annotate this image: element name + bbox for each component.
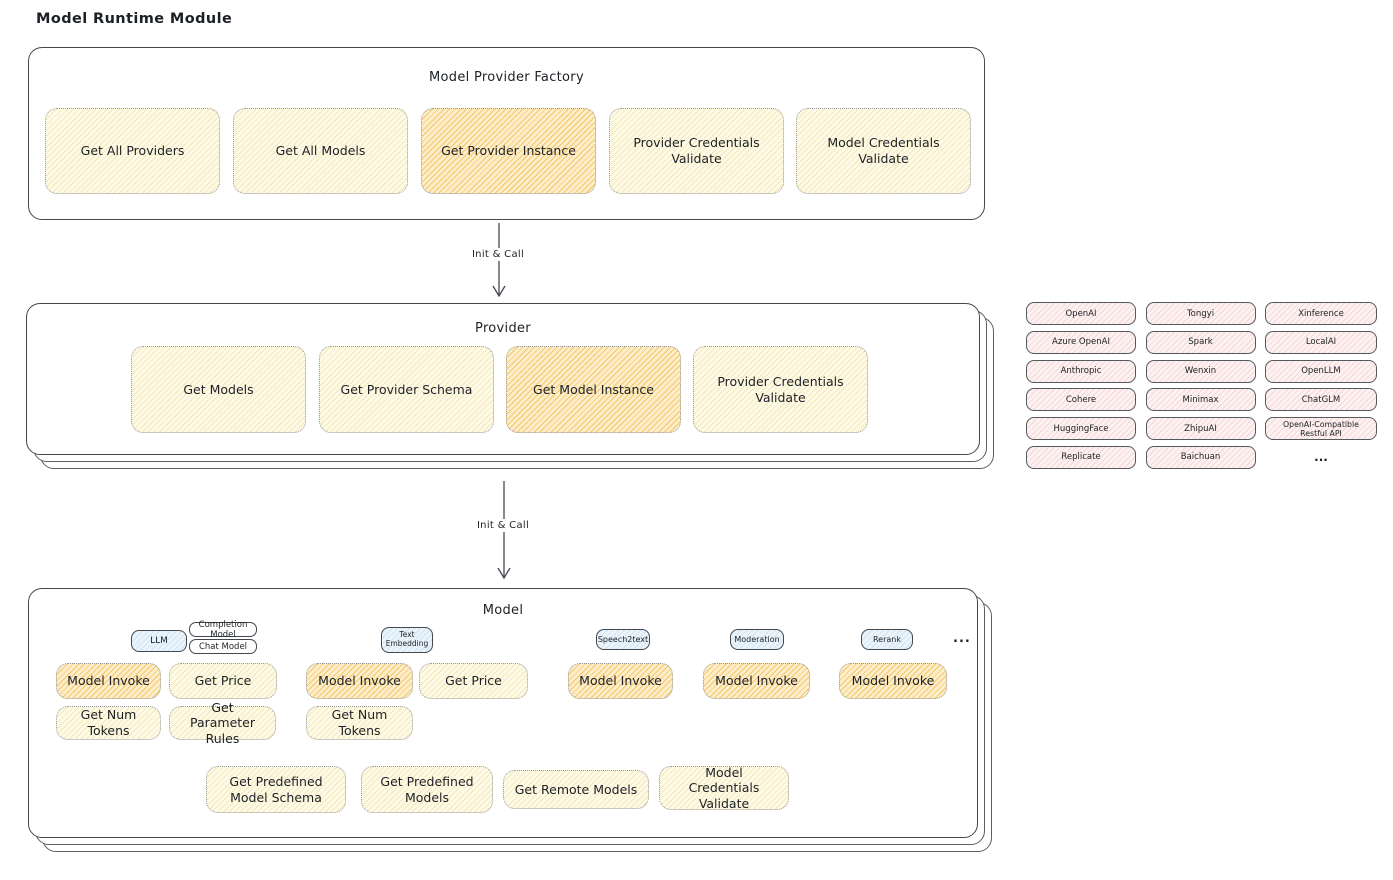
model-credentials-validate: Model Credentials Validate <box>659 765 789 811</box>
arrow-factory-to-provider <box>492 223 506 298</box>
page-title: Model Runtime Module <box>36 11 233 27</box>
factory-button-model-credentials-validate: Model Credentials Validate <box>796 108 971 194</box>
get-predefined-model-schema: Get Predefined Model Schema <box>206 766 346 813</box>
provider-box: Provider Get Models Get Provider Schema … <box>26 303 980 455</box>
provider-button-provider-credentials-validate: Provider Credentials Validate <box>693 346 868 433</box>
moderation-model-invoke: Model Invoke <box>703 663 810 699</box>
rerank-model-invoke: Model Invoke <box>839 663 947 699</box>
provider-item-openai-compatible: OpenAI-Compatible Restful API <box>1265 417 1377 441</box>
provider-item-localai: LocalAI <box>1265 330 1377 354</box>
tab-completion-model: Completion Model <box>189 620 257 640</box>
tab-moderation: Moderation <box>730 629 784 650</box>
provider-item-cohere: Cohere <box>1026 388 1136 412</box>
text-embedding-model-invoke: Model Invoke <box>306 663 413 699</box>
provider-item-baichuan: Baichuan <box>1145 445 1256 469</box>
provider-item-minimax: Minimax <box>1145 388 1256 412</box>
tab-speech2text: Speech2text <box>596 629 650 650</box>
llm-model-invoke: Model Invoke <box>56 663 161 699</box>
model-title: Model <box>482 603 524 618</box>
get-predefined-models: Get Predefined Models <box>361 766 493 813</box>
factory-button-provider-credentials-validate: Provider Credentials Validate <box>609 108 784 194</box>
provider-button-get-model-instance: Get Model Instance <box>506 346 681 433</box>
provider-item-openai: OpenAI <box>1026 302 1136 325</box>
speech2text-model-invoke: Model Invoke <box>568 663 673 699</box>
provider-item-huggingface: HuggingFace <box>1026 417 1136 441</box>
llm-get-price: Get Price <box>169 663 277 699</box>
provider-item-chatglm: ChatGLM <box>1265 388 1377 412</box>
provider-list-ellipsis: ... <box>1314 450 1328 465</box>
provider-button-get-models: Get Models <box>131 346 306 433</box>
tab-chat-model: Chat Model <box>189 639 257 654</box>
text-embedding-get-price: Get Price <box>419 663 528 699</box>
provider-title: Provider <box>475 321 531 336</box>
provider-item-tongyi: Tongyi <box>1145 302 1256 325</box>
provider-item-anthropic: Anthropic <box>1026 359 1136 383</box>
tab-text-embedding: Text Embedding <box>381 627 433 653</box>
llm-get-num-tokens: Get Num Tokens <box>56 706 161 740</box>
provider-item-replicate: Replicate <box>1026 445 1136 469</box>
factory-title: Model Provider Factory <box>429 70 584 85</box>
factory-button-get-all-providers: Get All Providers <box>45 108 220 194</box>
model-box: Model LLM Completion Model Chat Model Te… <box>28 588 978 838</box>
provider-item-wenxin: Wenxin <box>1145 359 1256 383</box>
arrow2-label: Init & Call <box>465 519 541 532</box>
provider-item-xinference: Xinference <box>1265 302 1377 325</box>
factory-button-get-all-models: Get All Models <box>233 108 408 194</box>
provider-list: OpenAI Tongyi Xinference Azure OpenAI Sp… <box>1026 302 1377 469</box>
provider-button-get-provider-schema: Get Provider Schema <box>319 346 494 433</box>
model-tabs-ellipsis: ... <box>953 631 971 646</box>
provider-item-zhipuai: ZhipuAI <box>1145 417 1256 441</box>
provider-item-azure-openai: Azure OpenAI <box>1026 330 1136 354</box>
tab-rerank: Rerank <box>861 629 913 650</box>
get-remote-models: Get Remote Models <box>503 770 649 809</box>
provider-item-spark: Spark <box>1145 330 1256 354</box>
text-embedding-get-num-tokens: Get Num Tokens <box>306 706 413 740</box>
llm-get-parameter-rules: Get Parameter Rules <box>169 700 276 746</box>
provider-item-openllm: OpenLLM <box>1265 359 1377 383</box>
factory-button-get-provider-instance: Get Provider Instance <box>421 108 596 194</box>
arrow1-label: Init & Call <box>460 248 536 261</box>
tab-llm: LLM <box>131 630 187 652</box>
factory-box: Model Provider Factory Get All Providers… <box>28 47 985 220</box>
